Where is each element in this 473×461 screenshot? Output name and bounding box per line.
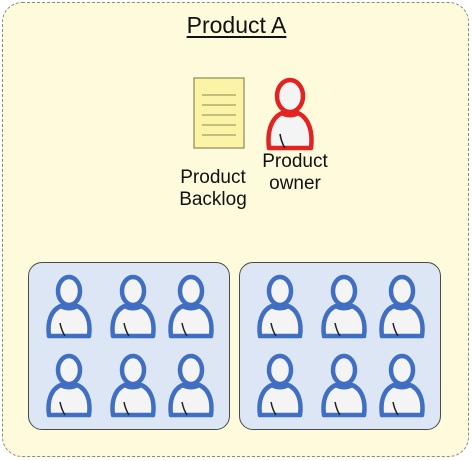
document-icon (193, 77, 245, 149)
team-member-person-icon (165, 273, 217, 339)
product-title: Product A (186, 12, 287, 38)
product-owner-person-icon (266, 77, 314, 151)
product-owner-label: Product owner (262, 151, 328, 194)
team-member-person-icon (376, 352, 428, 418)
team-member-person-icon (318, 273, 370, 339)
team-member-person-icon (43, 352, 95, 418)
team-member-person-icon (107, 273, 159, 339)
product-backlog-label: Product Backlog (179, 167, 247, 210)
team-member-person-icon (107, 352, 159, 418)
team-member-person-icon (376, 273, 428, 339)
team-member-person-icon (254, 352, 306, 418)
team-member-person-icon (43, 273, 95, 339)
team-member-person-icon (318, 352, 370, 418)
team-member-person-icon (165, 352, 217, 418)
team-member-person-icon (254, 273, 306, 339)
